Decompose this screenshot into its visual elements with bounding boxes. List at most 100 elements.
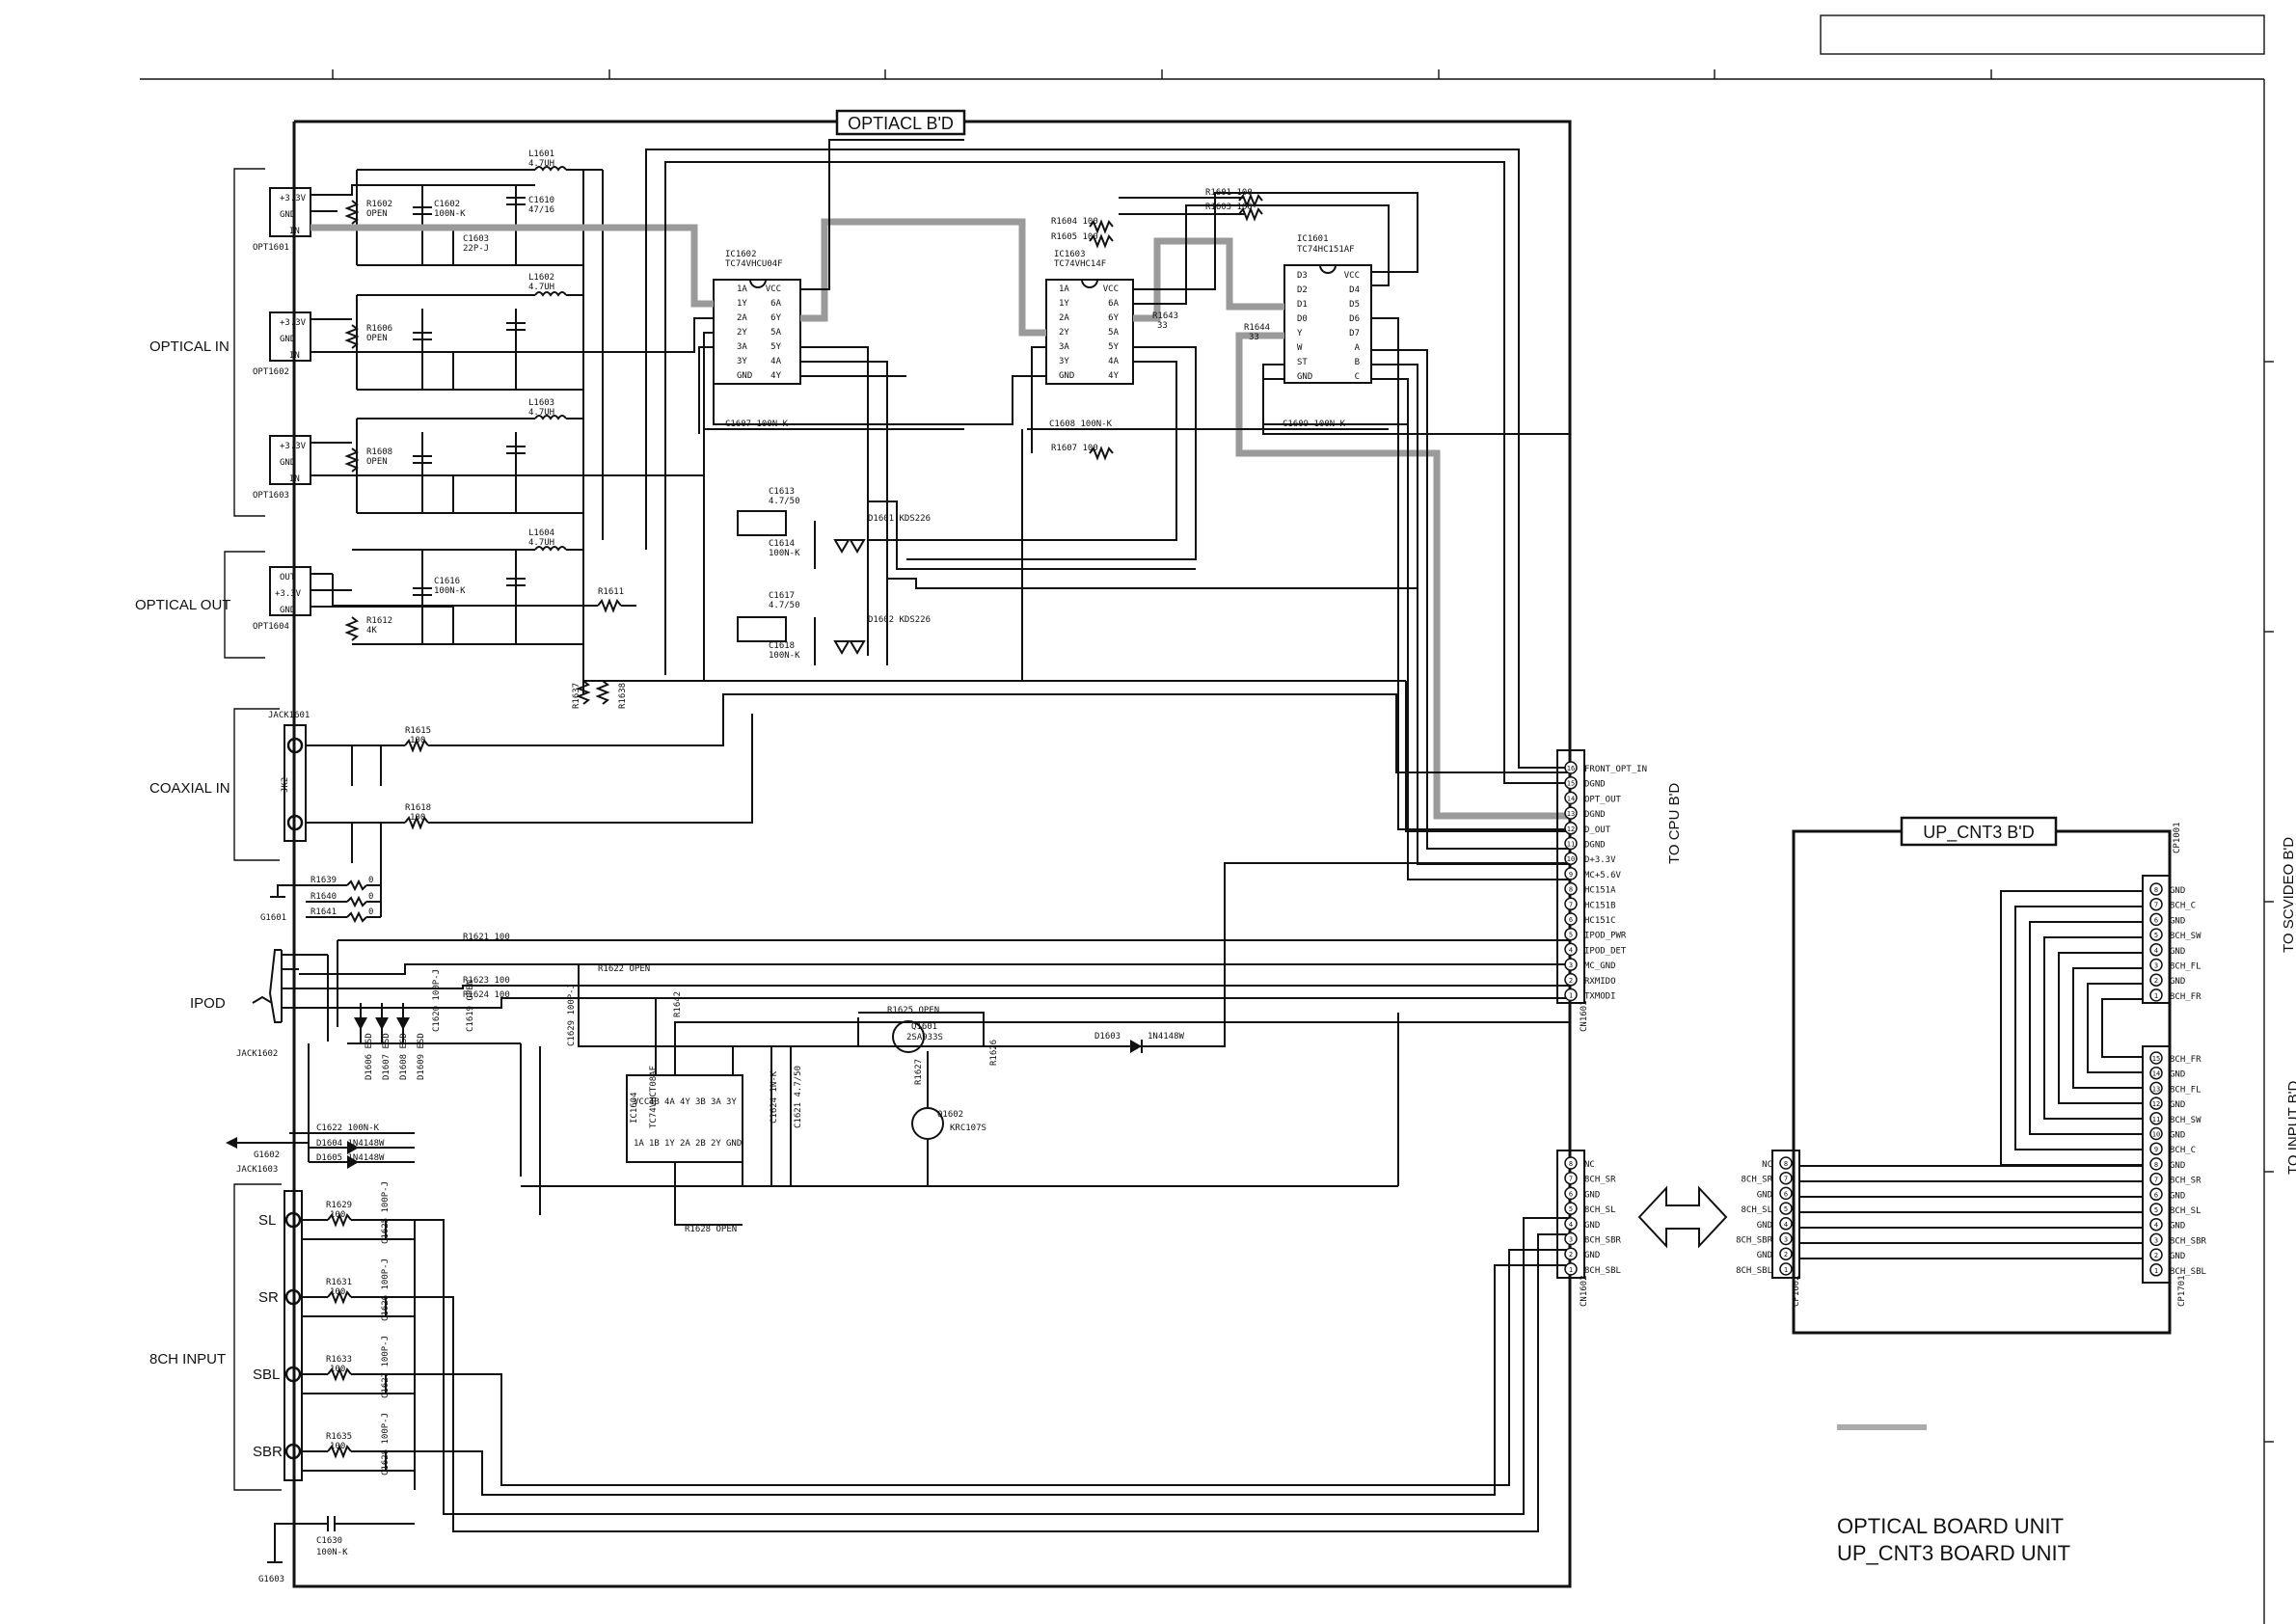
svg-text:D7: D7 xyxy=(1349,329,1360,338)
svg-text:OPEN: OPEN xyxy=(366,209,388,219)
cn1601-pin-label: DGND xyxy=(1584,780,1606,790)
cp1701-pin-number: 12 xyxy=(2152,1100,2160,1108)
svg-text:R1606: R1606 xyxy=(366,324,392,334)
digital-wiring: R1604 100 R1605 100 R1601 100 R1603 100 … xyxy=(311,139,1570,880)
cp1001-pin-label: GND xyxy=(2170,977,2185,987)
svg-text:C1618: C1618 xyxy=(769,641,795,651)
svg-text:5A: 5A xyxy=(1108,328,1119,338)
upcnt-wiring xyxy=(1799,890,2143,1259)
cp1602-pin-number: 6 xyxy=(1784,1190,1788,1198)
svg-text:R1635: R1635 xyxy=(326,1432,352,1442)
svg-text:OUT: OUT xyxy=(280,573,296,582)
cn1601-pin xyxy=(1564,761,1578,774)
svg-text:3B: 3B xyxy=(695,1097,706,1107)
svg-text:C1626 100P-J: C1626 100P-J xyxy=(381,1259,391,1321)
svg-text:L1603: L1603 xyxy=(528,398,554,408)
cn1601-pin xyxy=(1564,942,1578,957)
cp1701-pin xyxy=(2149,1126,2163,1141)
svg-text:D1606 ESD: D1606 ESD xyxy=(365,1033,374,1080)
cp1001-pin xyxy=(2149,943,2163,957)
r1637-r1638: R1637 R1638 xyxy=(572,680,628,709)
label-8ch-input: 8CH INPUT xyxy=(149,1351,226,1367)
opt1604-ref: OPT1604 xyxy=(253,622,289,632)
svg-text:TC74VHC14F: TC74VHC14F xyxy=(1054,259,1106,269)
cp1701-pin xyxy=(2149,1203,2163,1216)
svg-text:B: B xyxy=(1355,358,1360,367)
svg-text:1Y: 1Y xyxy=(664,1139,675,1149)
svg-text:100: 100 xyxy=(330,1365,345,1374)
svg-text:D1604 1N4148W: D1604 1N4148W xyxy=(316,1139,385,1149)
svg-text:GND: GND xyxy=(737,371,752,381)
cp1602-pin-label: GND xyxy=(1757,1190,1772,1200)
svg-text:4.7/50: 4.7/50 xyxy=(769,497,800,506)
svg-text:1Y: 1Y xyxy=(1059,299,1069,309)
svg-text:IN: IN xyxy=(289,474,300,484)
upcnt-board-outline: UP_CNT3 B'D xyxy=(1792,816,2172,1335)
cn1601-pin-number: 11 xyxy=(1567,841,1575,849)
svg-text:IN: IN xyxy=(289,227,300,236)
cn1602-pin-label: GND xyxy=(1584,1190,1600,1200)
svg-text:R1633: R1633 xyxy=(326,1355,352,1365)
cp1602-pin-number: 7 xyxy=(1784,1176,1788,1183)
coaxial-receivers: C1613 4.7/50 C1614 100N-K C1617 4.7/50 C… xyxy=(737,487,1418,665)
svg-text:R1625 OPEN: R1625 OPEN xyxy=(887,1006,939,1015)
svg-text:D1602 KDS226: D1602 KDS226 xyxy=(868,615,931,625)
ic1603: IC1603 TC74VHC14F 1A 1Y 2A 2Y 3A 3Y GND … xyxy=(1045,250,1134,385)
label-coaxial-in: COAXIAL IN xyxy=(149,780,230,797)
cp1701-pin-number: 9 xyxy=(2154,1146,2158,1153)
svg-text:C1608 100N-K: C1608 100N-K xyxy=(1049,420,1113,429)
cp1701-pin xyxy=(2149,1081,2163,1096)
svg-text:R1623 100: R1623 100 xyxy=(463,976,510,986)
svg-text:R1621 100: R1621 100 xyxy=(463,933,510,942)
svg-text:VCC: VCC xyxy=(1103,284,1119,294)
svg-text:3A: 3A xyxy=(711,1097,721,1107)
cp1701-pin-label: 8CH_C xyxy=(2170,1146,2196,1155)
svg-text:TO INPUT B'D: TO INPUT B'D xyxy=(2285,1081,2296,1175)
svg-text:22P-J: 22P-J xyxy=(463,244,489,254)
cp1701-pin xyxy=(2149,1232,2163,1247)
cp1701-pin-number: 14 xyxy=(2152,1070,2160,1078)
svg-text:C1609 100N-K: C1609 100N-K xyxy=(1283,420,1346,429)
cp1602-ref: CP1602 xyxy=(1792,1275,1801,1307)
svg-text:2Y: 2Y xyxy=(1059,328,1069,338)
cn1601-pin-label: D+3.3V xyxy=(1584,855,1616,865)
svg-text:OPEN: OPEN xyxy=(366,457,388,467)
cp1001-pin-number: 4 xyxy=(2154,947,2158,955)
svg-text:C1607 100N-K: C1607 100N-K xyxy=(725,420,789,429)
svg-text:R1640: R1640 xyxy=(311,892,337,902)
svg-text:R1622 OPEN: R1622 OPEN xyxy=(598,964,650,974)
cp1701-pin-label: GND xyxy=(2170,1191,2185,1201)
cn1602-pin-number: 4 xyxy=(1569,1221,1573,1229)
svg-text:VCC: VCC xyxy=(766,284,781,294)
svg-text:TO CPU B'D: TO CPU B'D xyxy=(1666,783,1683,864)
svg-text:C1629 100P-J: C1629 100P-J xyxy=(567,984,577,1046)
cn1602-pin-label: 8CH_SBL xyxy=(1584,1266,1621,1276)
cn1602-ref: CN1602 xyxy=(1580,1275,1589,1307)
svg-text:2SA933S: 2SA933S xyxy=(906,1033,943,1042)
svg-text:R1641: R1641 xyxy=(311,907,337,917)
svg-text:C1630: C1630 xyxy=(316,1536,342,1546)
cp1701-pin xyxy=(2149,1217,2163,1232)
cn1602-pin-label: GND xyxy=(1584,1221,1600,1231)
svg-text:4A: 4A xyxy=(1108,357,1119,366)
svg-text:GND: GND xyxy=(1297,372,1312,382)
svg-text:VCC: VCC xyxy=(1344,271,1360,281)
svg-text:C1624 1N-K: C1624 1N-K xyxy=(770,1070,779,1123)
svg-text:R1601 100: R1601 100 xyxy=(1205,188,1253,198)
opt1601-ref: OPT1601 xyxy=(253,243,289,253)
svg-text:4Y: 4Y xyxy=(770,371,781,381)
svg-text:100N-K: 100N-K xyxy=(434,209,466,219)
label-ipod: IPOD xyxy=(190,995,226,1012)
svg-text:1A: 1A xyxy=(634,1139,644,1149)
label-optical-out: OPTICAL OUT xyxy=(135,597,230,613)
svg-text:2Y: 2Y xyxy=(737,328,747,338)
svg-text:5Y: 5Y xyxy=(770,342,781,352)
cp1001-ref: CP1001 xyxy=(2173,822,2182,853)
cp1701-pin xyxy=(2149,1096,2163,1110)
svg-text:JACK1603: JACK1603 xyxy=(236,1165,278,1175)
cp1701-pin-number: 5 xyxy=(2154,1206,2158,1214)
svg-text:IN: IN xyxy=(289,351,300,361)
svg-text:2A: 2A xyxy=(1059,313,1069,323)
svg-text:1A: 1A xyxy=(1059,284,1069,294)
